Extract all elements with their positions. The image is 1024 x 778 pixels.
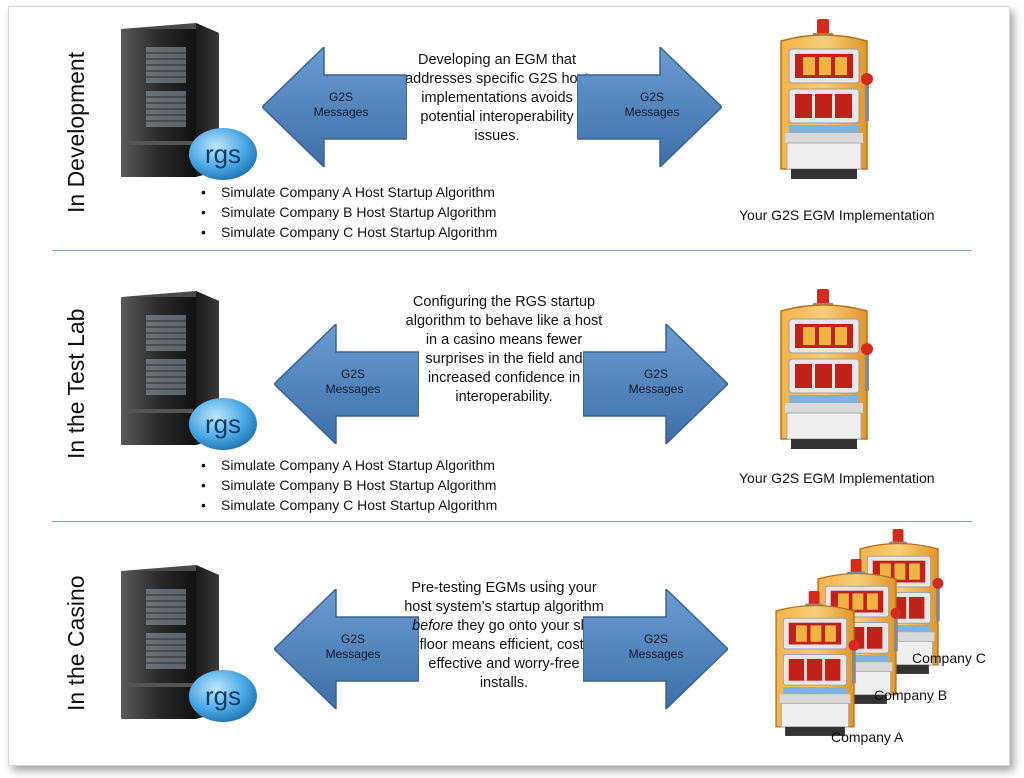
left-arrow-label: G2S Messages bbox=[313, 90, 369, 119]
bullet-item: Simulate Company B Host Startup Algorith… bbox=[201, 202, 497, 222]
rgs-logo-text: rgs bbox=[205, 409, 241, 439]
bullet-item: Simulate Company C Host Startup Algorith… bbox=[201, 222, 497, 242]
company-b-label: Company B bbox=[874, 687, 948, 703]
divider bbox=[52, 521, 972, 522]
left-arrow-label: G2S Messages bbox=[325, 367, 381, 396]
divider bbox=[52, 250, 972, 251]
rgs-logo-icon: rgs bbox=[189, 398, 257, 450]
slot-machine-company-a-icon bbox=[765, 591, 865, 745]
section-label: In Development bbox=[63, 51, 89, 213]
right-arrow bbox=[583, 589, 728, 709]
bullet-item: Simulate Company A Host Startup Algorith… bbox=[201, 182, 497, 202]
section-description: Developing an EGM that addresses specifi… bbox=[405, 52, 589, 144]
right-arrow bbox=[583, 324, 728, 444]
bullet-item: Simulate Company B Host Startup Algorith… bbox=[201, 475, 497, 495]
bullet-item: Simulate Company C Host Startup Algorith… bbox=[201, 495, 497, 515]
rgs-logo-icon: rgs bbox=[189, 128, 257, 180]
left-arrow-label: G2S Messages bbox=[325, 632, 381, 661]
section-description: Configuring the RGS startup algorithm to… bbox=[405, 294, 603, 405]
section-label: In the Test Lab bbox=[63, 308, 89, 459]
left-arrow bbox=[274, 324, 419, 444]
section-description: Pre-testing EGMs using your host system’… bbox=[404, 580, 604, 691]
right-arrow-label: G2S Messages bbox=[624, 90, 680, 119]
left-arrow bbox=[262, 47, 407, 167]
company-a-label: Company A bbox=[831, 729, 904, 745]
right-arrow bbox=[577, 47, 722, 167]
left-arrow bbox=[274, 589, 419, 709]
section-label: In the Casino bbox=[63, 575, 89, 711]
slot-machine-icon bbox=[769, 19, 879, 189]
bullet-item: Simulate Company A Host Startup Algorith… bbox=[201, 455, 497, 475]
egm-caption: Your G2S EGM Implementation bbox=[739, 207, 935, 223]
right-arrow-label: G2S Messages bbox=[628, 367, 684, 396]
right-arrow-label: G2S Messages bbox=[628, 632, 684, 661]
diagram-frame: In Development rgs G2S Messages Developi… bbox=[8, 6, 1010, 766]
bullet-list: Simulate Company A Host Startup Algorith… bbox=[201, 182, 497, 242]
rgs-logo-text: rgs bbox=[205, 681, 241, 711]
bullet-list: Simulate Company A Host Startup Algorith… bbox=[201, 455, 497, 515]
rgs-logo-text: rgs bbox=[205, 139, 241, 169]
egm-caption: Your G2S EGM Implementation bbox=[739, 470, 935, 486]
slot-machine-icon bbox=[769, 289, 879, 459]
company-c-label: Company C bbox=[912, 650, 986, 666]
rgs-logo-icon: rgs bbox=[189, 670, 257, 722]
